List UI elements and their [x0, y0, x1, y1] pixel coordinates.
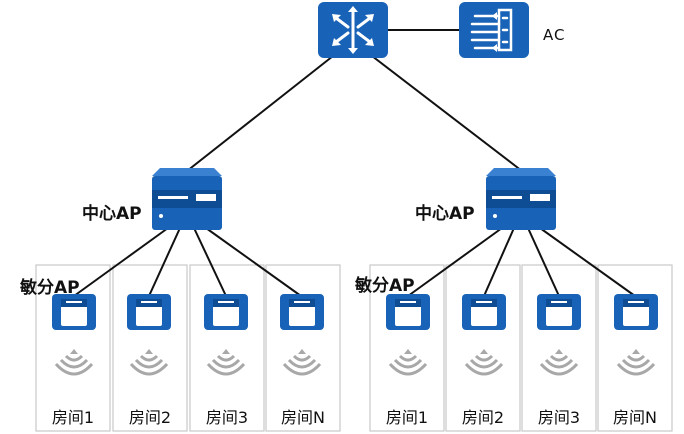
link-c2-e3: [527, 227, 560, 297]
link-c1-e1: [73, 227, 169, 297]
router-icon: [318, 2, 388, 58]
room-label-g1-1: 房间1: [51, 408, 95, 427]
edge-ap-icon: [204, 294, 248, 330]
wifi-signal-icon: [206, 347, 246, 376]
edge-ap-icon: [127, 294, 171, 330]
room-box-g1-2: [112, 264, 188, 432]
ac-label: AC: [543, 26, 566, 44]
room-box-g1-1: [35, 264, 111, 432]
room-box-g2-2: [445, 264, 521, 432]
links: [73, 29, 636, 297]
room-label-g2-2: 房间2: [461, 408, 505, 427]
wifi-signal-icon: [129, 347, 169, 376]
edge-ap-icon: [614, 294, 658, 330]
wifi-signal-icon: [282, 347, 322, 376]
room-label-g1-4: 房间N: [281, 408, 325, 427]
edge-ap-label-2: 敏分AP: [355, 276, 415, 296]
center-ap-icon-2: [486, 168, 556, 230]
wifi-signals: [54, 347, 656, 376]
link-c1-e4: [205, 227, 302, 297]
link-router-center2: [371, 55, 523, 172]
link-c2-e4: [539, 227, 636, 297]
edge-ap-icon: [537, 294, 581, 330]
room-boxes: [35, 264, 673, 432]
center-ap-label-1: 中心AP: [82, 204, 142, 224]
edge-ap-icon: [462, 294, 506, 330]
wifi-signal-icon: [388, 347, 428, 376]
room-label-g2-3: 房间3: [537, 408, 581, 427]
wifi-signal-icon: [464, 347, 504, 376]
room-label-g2-4: 房间N: [613, 408, 657, 427]
room-box-g2-1: [369, 264, 445, 432]
edge-ap-icon: [386, 294, 430, 330]
room-label-g1-3: 房间3: [205, 408, 249, 427]
center-ap-icon-1: [152, 168, 222, 230]
center-ap-label-2: 中心AP: [415, 204, 475, 224]
wifi-signal-icon: [539, 347, 579, 376]
edge-aps: [52, 294, 658, 330]
link-c2-e1: [407, 227, 503, 297]
room-label-g2-1: 房间1: [385, 408, 429, 427]
access-controller-icon: [459, 2, 529, 58]
link-c1-e3: [193, 227, 227, 297]
link-router-center1: [186, 55, 334, 172]
edge-ap-icon: [280, 294, 324, 330]
room-box-g1-4: [265, 264, 341, 432]
link-c2-e2: [483, 227, 515, 297]
room-box-g1-3: [189, 264, 265, 432]
wifi-signal-icon: [616, 347, 656, 376]
edge-ap-icon: [52, 294, 96, 330]
room-box-g2-4: [597, 264, 673, 432]
link-c1-e2: [148, 227, 181, 297]
edge-ap-label-1: 敏分AP: [20, 278, 80, 298]
room-box-g2-3: [521, 264, 597, 432]
room-label-g1-2: 房间2: [128, 408, 172, 427]
wifi-signal-icon: [54, 347, 94, 376]
